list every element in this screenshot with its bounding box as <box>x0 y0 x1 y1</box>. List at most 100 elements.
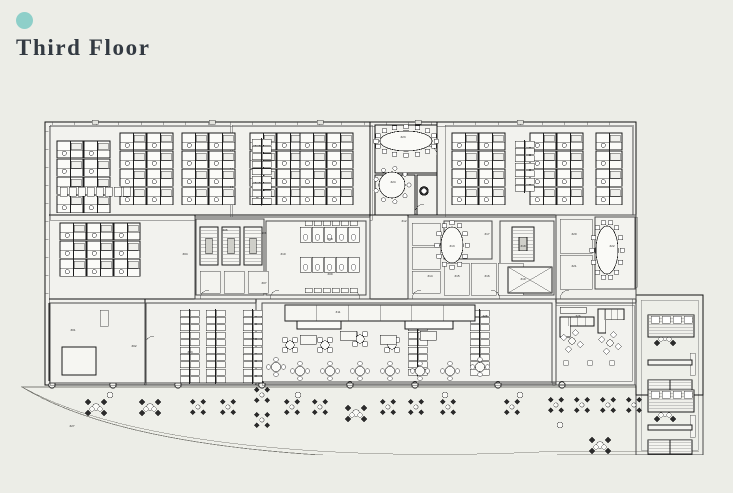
planter-inner <box>421 188 427 194</box>
storage-unit <box>128 224 139 233</box>
conference-chair <box>441 223 447 228</box>
bench-seat <box>189 331 200 339</box>
conference-chair <box>392 165 398 171</box>
lounge-armchair <box>564 345 573 354</box>
bench-seat <box>242 309 253 317</box>
storage-unit <box>134 153 145 161</box>
banquette-3 <box>419 330 437 341</box>
task-chair <box>281 161 287 166</box>
terrace-chair <box>344 415 352 423</box>
task-chair <box>64 251 70 256</box>
grid-marker-top <box>91 119 99 125</box>
sink <box>304 220 313 226</box>
bench-seat <box>251 175 262 183</box>
door-swing <box>199 289 210 300</box>
workstation <box>181 150 209 169</box>
workstation-cluster <box>59 222 87 277</box>
workstation <box>595 132 623 151</box>
bench-desk-row <box>205 309 226 384</box>
terrace-chair <box>360 415 368 423</box>
bench-seat <box>261 153 272 161</box>
workstation-cluster <box>478 132 506 205</box>
picnic-seat <box>503 409 510 416</box>
task-chair <box>456 179 462 184</box>
room-label: 323 <box>400 135 405 139</box>
restroom-stall-row <box>299 226 360 243</box>
workstation <box>478 132 506 151</box>
cafe-table <box>295 366 305 376</box>
cafe-chair <box>384 347 390 353</box>
bench-seat <box>242 354 253 361</box>
bench-desk-row <box>251 138 272 206</box>
workstation-cluster <box>276 132 304 205</box>
terrace-stool <box>143 406 149 412</box>
workstation <box>86 259 114 277</box>
storage-unit <box>98 142 109 151</box>
picnic-table <box>579 402 585 408</box>
conference-chair <box>424 128 430 134</box>
coffee-table <box>606 339 614 347</box>
terrace-marker <box>516 391 524 399</box>
sink <box>304 287 313 293</box>
storage-unit <box>571 134 582 143</box>
bench-seat <box>251 168 262 175</box>
workstation <box>208 187 236 205</box>
task-chair <box>600 161 606 166</box>
conference-chair <box>607 220 613 225</box>
bench-seat <box>215 331 226 339</box>
bench-seat <box>514 140 525 148</box>
wc-fixture <box>338 263 345 271</box>
conference-chair <box>462 253 468 259</box>
terrace-stool <box>658 412 664 418</box>
bench-seat <box>104 186 113 197</box>
storage-unit <box>101 242 112 251</box>
picnic-seat <box>625 396 632 403</box>
wc-fixture <box>338 233 345 241</box>
picnic-seat <box>450 409 457 416</box>
picnic-seat <box>599 396 606 403</box>
cafe-chair <box>362 331 368 337</box>
wc-fixture <box>314 233 321 241</box>
workstation <box>276 169 304 187</box>
picnic-seat <box>264 386 271 393</box>
bench-seat <box>479 339 490 346</box>
room-label: 305 <box>222 228 227 232</box>
cafe-chair <box>362 341 368 347</box>
picnic-seat <box>219 409 226 416</box>
cafe-stool <box>485 364 491 370</box>
bench-seat <box>242 361 253 369</box>
task-chair <box>304 197 310 203</box>
conference-chair <box>595 225 600 231</box>
conference-chair <box>449 220 455 226</box>
elevator-bank <box>507 266 553 294</box>
workstation <box>556 150 584 169</box>
storage-unit <box>196 134 207 143</box>
restroom-sink-row <box>304 220 358 226</box>
terrace-inner-edge <box>25 388 699 455</box>
cafe-stool <box>273 372 279 378</box>
picnic-seat <box>200 409 207 416</box>
storage-unit <box>161 134 172 143</box>
room-label: 316 <box>484 274 489 278</box>
storage-unit <box>544 171 555 179</box>
cafe-stool <box>365 368 371 374</box>
bench-seat <box>261 146 272 153</box>
bench-seat <box>179 324 190 332</box>
stair-landing <box>227 238 235 254</box>
workstation <box>146 187 174 205</box>
furniture-layer <box>56 124 695 455</box>
bench-seat <box>205 346 216 354</box>
room-label: 325 <box>482 314 487 318</box>
workstation <box>59 222 87 241</box>
room-label: 324 <box>390 180 395 184</box>
storage-unit <box>71 197 82 205</box>
picnic-seat <box>558 407 565 414</box>
task-chair <box>186 142 192 148</box>
workstation-cluster <box>83 140 111 213</box>
stair-sw-box <box>61 346 97 376</box>
picnic-seat <box>322 398 329 405</box>
conference-chair <box>375 144 381 149</box>
storage-unit <box>291 153 302 161</box>
room-plant-nook <box>416 174 438 216</box>
bench-seat <box>179 309 190 317</box>
